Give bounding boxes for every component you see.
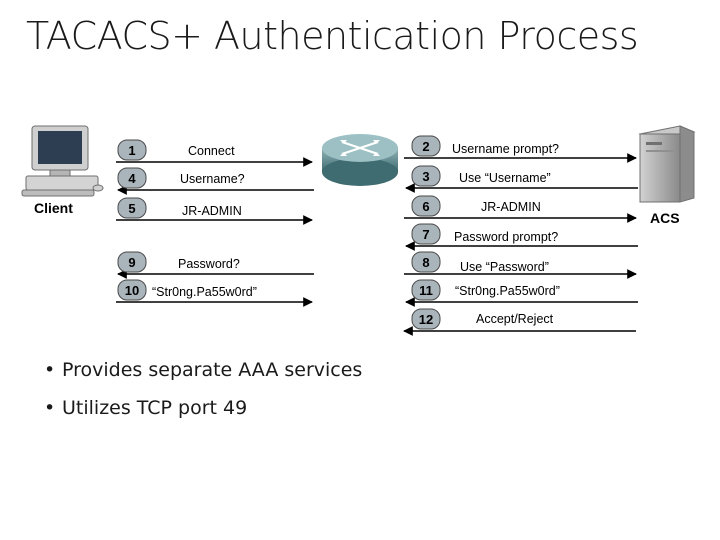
svg-text:11: 11 — [419, 283, 433, 298]
left-step-9: 9 Password? — [117, 251, 314, 279]
step-label: Password? — [178, 257, 240, 271]
svg-text:1: 1 — [128, 143, 135, 158]
right-step-8: 8 Use “Password” — [404, 251, 637, 279]
svg-text:12: 12 — [419, 312, 433, 327]
step-label: Accept/Reject — [476, 312, 554, 326]
step-label: JR-ADMIN — [182, 204, 242, 218]
step-label: Username prompt? — [452, 142, 559, 156]
step-label: “Str0ng.Pa55w0rd” — [152, 285, 257, 299]
step-label: Use “Password” — [460, 260, 549, 274]
server-label: ACS — [650, 210, 680, 226]
svg-text:4: 4 — [128, 171, 136, 186]
left-step-10: 10 “Str0ng.Pa55w0rd” — [116, 279, 313, 307]
step-label: “Str0ng.Pa55w0rd” — [455, 284, 560, 298]
right-step-7: 7 Password prompt? — [405, 223, 638, 251]
page-title: TACACS+ Authentication Process — [26, 14, 639, 58]
step-label: Password prompt? — [454, 230, 558, 244]
svg-text:9: 9 — [128, 255, 135, 270]
step-label: Username? — [180, 172, 245, 186]
left-step-5: 5 JR-ADMIN — [116, 197, 313, 225]
left-step-1: 1 Connect — [116, 139, 313, 167]
bullet-item: Utilizes TCP port 49 — [44, 393, 362, 431]
svg-text:5: 5 — [128, 201, 135, 216]
svg-text:2: 2 — [422, 139, 429, 154]
svg-text:3: 3 — [422, 169, 429, 184]
step-label: Use “Username” — [459, 171, 551, 185]
svg-text:6: 6 — [422, 199, 429, 214]
bullet-list: Provides separate AAA services Utilizes … — [44, 355, 362, 431]
step-label: Connect — [188, 144, 235, 158]
client-pc-icon — [21, 125, 104, 197]
svg-text:8: 8 — [422, 255, 429, 270]
right-step-2: 2 Username prompt? — [404, 135, 637, 163]
left-step-4: 4 Username? — [117, 167, 314, 195]
svg-text:7: 7 — [422, 227, 429, 242]
step-label: JR-ADMIN — [481, 200, 541, 214]
acs-server-icon — [638, 125, 696, 203]
right-step-11: 11 “Str0ng.Pa55w0rd” — [405, 279, 638, 307]
bullet-item: Provides separate AAA services — [44, 355, 362, 393]
right-step-12: 12 Accept/Reject — [403, 308, 636, 336]
right-step-6: 6 JR-ADMIN — [404, 195, 637, 223]
svg-text:10: 10 — [125, 283, 139, 298]
client-label: Client — [34, 200, 73, 216]
router-icon — [322, 134, 398, 186]
right-step-3: 3 Use “Username” — [405, 165, 638, 193]
